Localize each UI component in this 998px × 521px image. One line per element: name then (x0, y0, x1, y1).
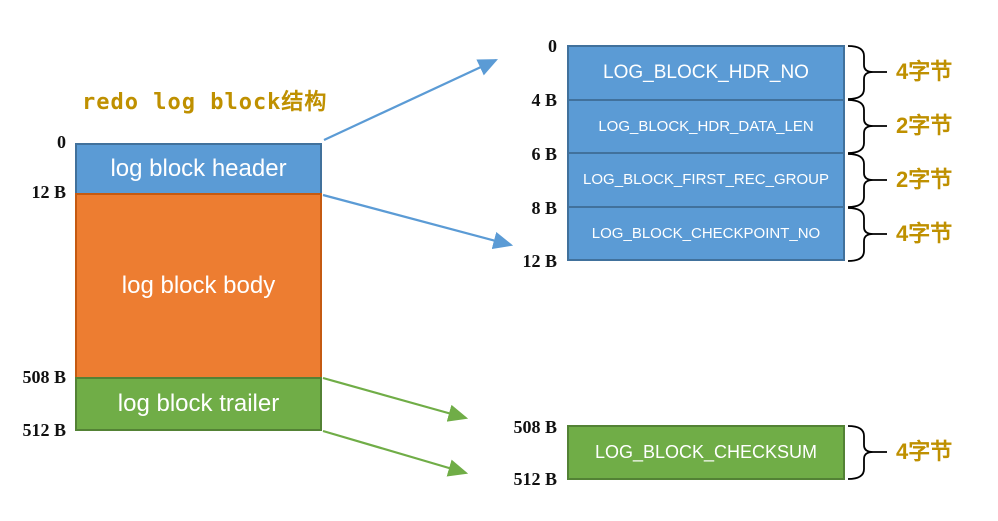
offset-label-12b: 12 B (31, 182, 66, 202)
checksum-offset-508b: 508 B (513, 417, 557, 437)
hdr-offset-6b: 6 B (531, 144, 557, 164)
diagram-title: redo log block结构 (82, 90, 328, 115)
size-label-hdr-data-len: 2字节 (896, 113, 953, 138)
brace-hdr-data-len (847, 99, 887, 154)
hdr-offset-8b: 8 B (531, 198, 557, 218)
field-row-hdr-no: LOG_BLOCK_HDR_NO (603, 61, 809, 83)
size-label-hdr-no: 4字节 (896, 59, 953, 84)
log-block-body-box: log block body (75, 193, 322, 379)
checksum-box: LOG_BLOCK_CHECKSUM (567, 425, 845, 480)
arrow-trailer-bottom (322, 429, 469, 477)
arrow-header-bottom (322, 193, 514, 249)
size-label-checkpoint-no: 4字节 (896, 221, 953, 246)
log-block-trailer-box: log block trailer (75, 377, 322, 431)
checksum-offset-512b: 512 B (513, 469, 557, 489)
field-row-first-rec-group: LOG_BLOCK_FIRST_REC_GROUP (569, 152, 843, 206)
offset-label-512b: 512 B (22, 420, 66, 440)
size-label-first-rec-group: 2字节 (896, 167, 953, 192)
offset-label-0: 0 (57, 132, 66, 152)
size-label-checksum: 4字节 (896, 439, 953, 464)
hdr-offset-4b: 4 B (531, 90, 557, 110)
arrow-trailer-top (322, 376, 469, 422)
offset-label-508b: 508 B (22, 367, 66, 387)
hdr-offset-12b: 12 B (522, 251, 557, 271)
brace-checkpoint-no (847, 207, 887, 262)
field-row-hdr-data-len: LOG_BLOCK_HDR_DATA_LEN (569, 98, 843, 153)
hdr-offset-0: 0 (548, 36, 557, 56)
brace-first-rec-group (847, 153, 887, 208)
field-row-checkpoint-no: LOG_BLOCK_CHECKPOINT_NO (569, 205, 843, 260)
log-block-header-box: log block header (75, 143, 322, 195)
brace-checksum (847, 425, 887, 480)
header-detail-table: LOG_BLOCK_HDR_NO LOG_BLOCK_HDR_DATA_LEN … (567, 45, 845, 261)
brace-hdr-no (847, 45, 887, 100)
